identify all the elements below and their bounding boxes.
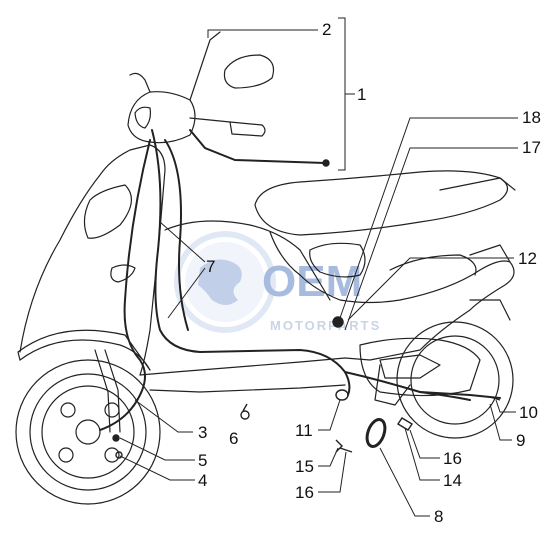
label-10: 10	[519, 403, 538, 422]
label-12: 12	[518, 249, 537, 268]
label-16-left: 16	[295, 483, 314, 502]
part-1-marker	[322, 159, 330, 167]
front-shield	[19, 144, 166, 376]
part-labels: 2 1 18 17 7 12 3 6 5 4 11 10 9 16 14 15 …	[198, 20, 541, 526]
label-14: 14	[443, 471, 462, 490]
label-16-right: 16	[443, 449, 462, 468]
part-12-marker	[332, 316, 344, 328]
engine-case	[359, 337, 481, 397]
watermark-globe-ring	[174, 231, 276, 333]
part-14	[397, 417, 413, 431]
part-8-ring	[365, 418, 387, 448]
headset	[127, 91, 196, 144]
rear-body	[269, 231, 515, 361]
cable-front-brake	[99, 139, 151, 431]
label-15: 15	[295, 457, 314, 476]
watermark-sub: MOTORPARTS	[270, 318, 381, 333]
label-17: 17	[522, 138, 541, 157]
label-11: 11	[295, 421, 313, 440]
rear-tire	[396, 321, 514, 439]
label-7: 7	[206, 257, 215, 276]
hardware	[112, 159, 501, 459]
leader-lines	[119, 17, 518, 517]
shield-grille	[83, 184, 132, 239]
part-11	[335, 389, 349, 401]
part-10	[489, 396, 501, 401]
part-15	[335, 439, 343, 453]
label-4: 4	[198, 471, 207, 490]
watermark-brand: OEM	[262, 257, 362, 306]
label-2: 2	[322, 20, 331, 39]
part-5-marker	[112, 434, 120, 442]
mirror-stem	[189, 31, 221, 101]
front-tire	[15, 359, 161, 505]
floorboard	[139, 357, 346, 376]
seat	[254, 170, 509, 236]
watermark: OEM MOTORPARTS	[174, 231, 381, 333]
label-6: 6	[229, 429, 238, 448]
scooter-body	[15, 31, 516, 505]
label-8: 8	[434, 507, 443, 526]
part-4	[115, 451, 123, 459]
label-5: 5	[198, 451, 207, 470]
part-6	[240, 410, 250, 420]
part-16	[339, 447, 353, 453]
label-18: 18	[522, 108, 541, 127]
cable-top	[189, 129, 326, 164]
label-1: 1	[357, 85, 366, 104]
label-9: 9	[516, 431, 525, 450]
label-3: 3	[198, 423, 207, 442]
right-handlebar	[189, 117, 263, 126]
mirror	[223, 54, 275, 89]
